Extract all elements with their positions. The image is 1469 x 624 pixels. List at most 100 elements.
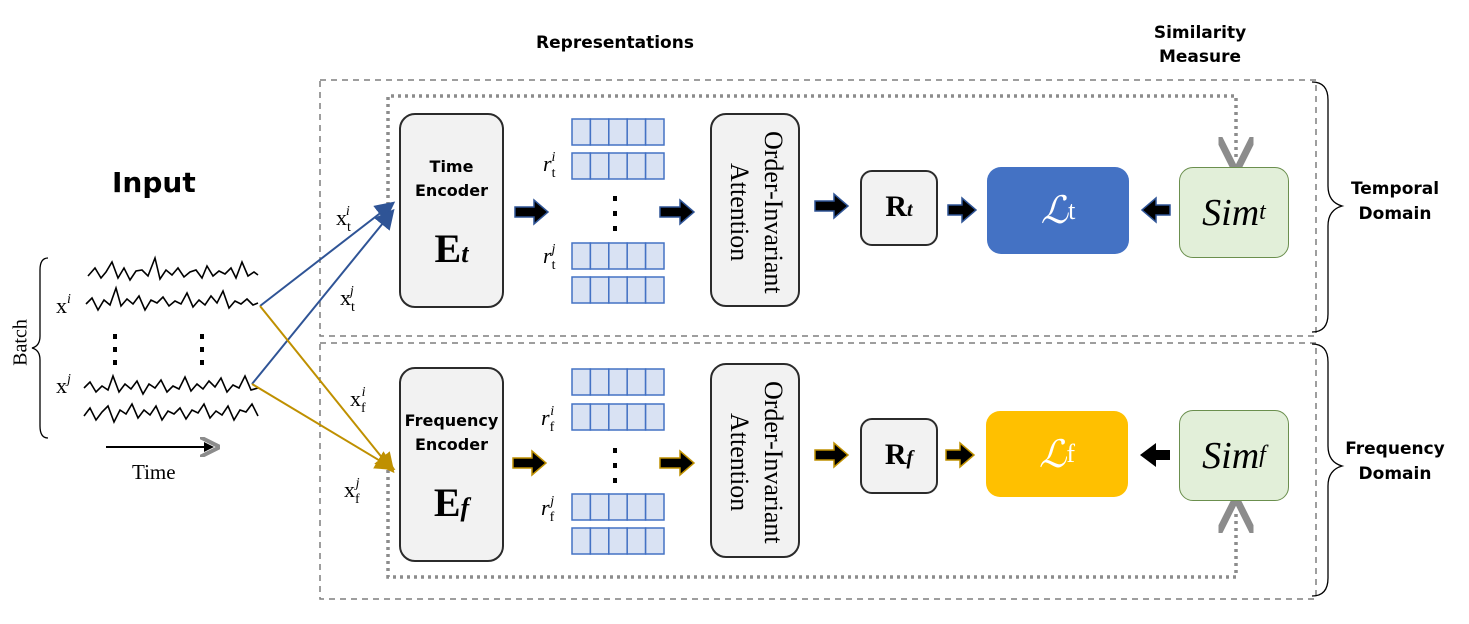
frequency-rep-vector-2-cell-4 [644,493,665,521]
temporal-domain-brace [1311,81,1345,333]
label-xf-i-sub: f [361,401,366,416]
frequency-rep-vector-1-cell-0 [571,403,592,431]
time-encoder-label: Time Encoder [401,155,502,203]
temporal-R-base: R [885,190,908,223]
temporal-R-sub: t [907,199,913,221]
rep-label-rt-i-sub: t [551,166,556,181]
rep-label-rf-j: rfj [541,494,554,526]
label-xf-j: xfj [344,476,360,508]
temporal-rep-vector-1-cell-3 [626,152,647,180]
frequency-rep-vector-1-cell-1 [589,403,610,431]
frequency-rep-vector-1-cell-4 [644,403,665,431]
temporal-rep-vector-1-cell-4 [644,152,665,180]
frequency-encoder-line1: Frequency [404,411,499,430]
temporal-loss-sub: t [1068,195,1076,225]
temporal-rep-vector-0-cell-2 [608,118,628,146]
signal-row-xj [83,373,259,396]
frequency-rep-vector-3-cell-3 [626,527,647,555]
frequency-rep-vector-3-cell-2 [608,527,628,555]
temporal-domain-line1: Temporal [1350,179,1440,199]
frequency-encoder-symbol-base: E [433,480,461,525]
route-xi-to-freq [259,305,395,474]
frequency-rep-vector-2-cell-2 [608,493,628,521]
time-encoder-symbol: Et [401,225,502,272]
frequency-rep-vectors [571,368,665,555]
temporal-rep-vector-3-cell-2 [608,276,628,304]
frequency-rep-vector-3-cell-4 [644,527,665,555]
frequency-encoder-label: Frequency Encoder [401,409,502,457]
temporal-rep-vector-0-cell-0 [571,118,592,146]
route-xj-to-time [251,208,395,385]
frequency-loss-base: ℒ [1038,433,1067,476]
time-label: Time [132,460,176,484]
frequency-attention-line2: Attention [725,413,754,512]
temporal-attention-line1: Order-Invariant [759,130,788,294]
frequency-domain-line1: Frequency [1345,439,1445,459]
temporal-block-arrows [514,192,1171,226]
frequency-rep-vector-2-cell-3 [626,493,647,521]
temporal-domain-label: Temporal Domain [1340,177,1450,227]
label-xf-j-sub: f [355,492,360,507]
frequency-encoder-line2: Encoder [415,435,488,454]
temporal-rep-vector-0-cell-3 [626,118,647,146]
temporal-attention-line2: Attention [725,162,754,262]
label-xj: xj [56,372,71,399]
frequency-rep-vector-3-cell-0 [571,527,592,555]
rep-label-rf-i-sub: f [549,420,555,435]
time-encoder-line2: Encoder [415,181,488,200]
temporal-rep-vector-3-cell-3 [626,276,647,304]
temporal-rep-vector-1-cell-2 [608,152,628,180]
label-xt-i-sup: i [345,204,350,219]
temporal-rep-vector-3-cell-0 [571,276,592,304]
rep-ellipsis [613,196,617,483]
frequency-rep-vector-1-cell-3 [626,403,647,431]
frequency-sim-to-loss-arrow [1140,443,1170,467]
frequency-rep-vector-0-cell-3 [626,368,647,396]
label-xf-i-sup: i [361,385,366,400]
signal-row-1 [87,255,259,282]
frequency-rep-vector-2-cell-0 [571,493,592,521]
frequency-encoder-symbol-sub: f [460,493,470,522]
frequency-domain-brace [1311,343,1345,597]
label-xt-i-sub: t [347,220,351,235]
route-xi-to-time [259,201,396,307]
batch-brace [31,257,49,439]
label-xi-sup: i [67,292,71,307]
label-xf-j-base: x [344,477,355,502]
frequency-encoder-box: Frequency Encoder Ef [399,367,504,562]
label-xj-base: x [56,373,67,398]
rep-label-rt-j-sup: j [551,242,556,257]
frequency-R-symbol: Rf [862,438,936,472]
time-encoder-box: Time Encoder Et [399,113,504,308]
temporal-sim-base: Sim [1202,191,1260,234]
temporal-sim-sub: t [1259,199,1266,225]
label-xt-j-base: x [340,285,351,310]
signal-row-xi [85,285,259,312]
temporal-rep-vectors [571,118,665,304]
temporal-rep-vector-2-cell-0 [571,242,592,270]
label-xi-base: x [56,293,67,318]
frequency-R-sub: f [906,447,914,469]
frequency-rep-vector-0-cell-1 [589,368,610,396]
temporal-domain-line2: Domain [1358,204,1432,224]
temporal-rep-vector-1-cell-0 [571,152,592,180]
frequency-domain-line2: Domain [1358,464,1432,484]
frequency-encoder-symbol: Ef [401,479,502,526]
frequency-sim-sub: f [1259,442,1266,468]
frequency-feedback-loop [386,470,1236,579]
label-xj-sup: j [67,372,71,387]
header-similarity-line2: Measure [1158,47,1242,67]
frequency-rep-vector-0-cell-0 [571,368,592,396]
label-xf-i: xfi [350,385,366,417]
input-title: Input [112,166,196,199]
frequency-loss-sub: f [1066,439,1076,468]
temporal-rep-vector-0-cell-1 [589,118,610,146]
route-xj-to-freq [251,383,396,471]
rep-label-rf-i-base: r [541,405,550,430]
temporal-R-symbol: Rt [862,190,936,224]
label-xf-j-sup: j [355,476,360,491]
